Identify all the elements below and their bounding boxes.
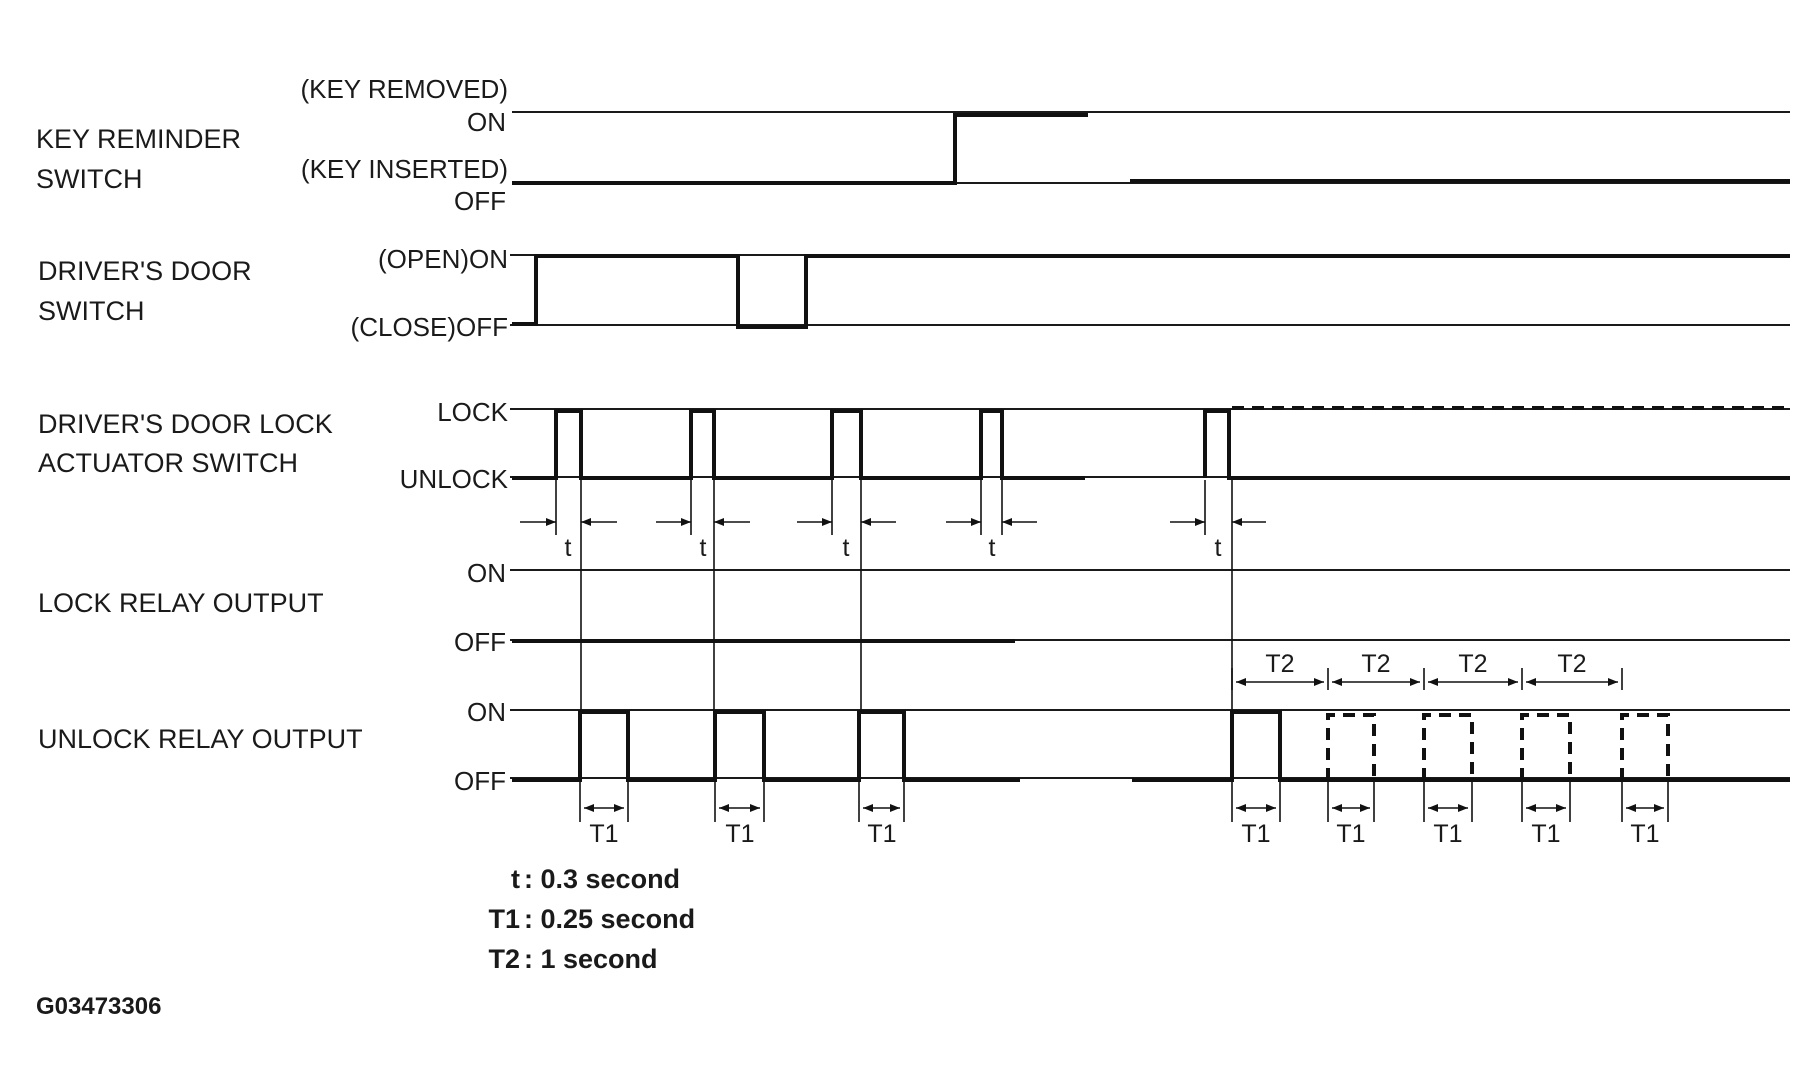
key-reminder-label-line1: KEY REMINDER bbox=[36, 124, 241, 154]
legend-t2-symbol: T2 bbox=[488, 944, 520, 974]
door-open-on-state: (OPEN)ON bbox=[378, 244, 508, 274]
timing-legend: t : 0.3 second T1 : 0.25 second T2 : 1 s… bbox=[488, 864, 695, 974]
t1-label-5: T1 bbox=[1336, 820, 1365, 848]
lock-relay-on-state: ON bbox=[467, 558, 506, 588]
t1-label-3: T1 bbox=[867, 820, 896, 848]
unlock-relay-dashed-pulse-1 bbox=[1326, 713, 1376, 780]
unlock-relay-label: UNLOCK RELAY OUTPUT bbox=[38, 724, 363, 754]
t1-label-2: T1 bbox=[725, 820, 754, 848]
door-switch-label-line2: SWITCH bbox=[38, 296, 144, 326]
legend-t1-value: : 0.25 second bbox=[524, 904, 695, 934]
t1-dimensions: T1 T1 T1 T1 T1 T1 T1 T1 bbox=[579, 782, 1669, 848]
actuator-switch-label-line2: ACTUATOR SWITCH bbox=[38, 448, 298, 478]
t2-label-3: T2 bbox=[1458, 650, 1487, 678]
key-reminder-off-state: OFF bbox=[454, 186, 506, 216]
unlock-relay-trace-b bbox=[1132, 710, 1790, 782]
level-baselines bbox=[510, 111, 1790, 779]
t2-label-1: T2 bbox=[1265, 650, 1294, 678]
key-reminder-waveform bbox=[512, 113, 1790, 185]
key-removed-note: (KEY REMOVED) bbox=[300, 74, 508, 104]
actuator-lock-state: LOCK bbox=[437, 397, 508, 427]
unlock-relay-dashed-pulse-3 bbox=[1520, 713, 1572, 780]
t1-label-8: T1 bbox=[1630, 820, 1659, 848]
legend-t-value: : 0.3 second bbox=[524, 864, 680, 894]
t-dimensions: t t t t t bbox=[520, 518, 1266, 562]
t-label-1: t bbox=[565, 534, 572, 562]
lock-relay-off-state: OFF bbox=[454, 627, 506, 657]
timing-reference-lines bbox=[555, 480, 1233, 712]
legend-t2-value: : 1 second bbox=[524, 944, 658, 974]
key-reminder-label-line2: SWITCH bbox=[36, 164, 142, 194]
key-inserted-note: (KEY INSERTED) bbox=[301, 154, 508, 184]
unlock-relay-on-state: ON bbox=[467, 697, 506, 727]
t1-label-6: T1 bbox=[1433, 820, 1462, 848]
actuator-switch-label-line1: DRIVER'S DOOR LOCK bbox=[38, 409, 333, 439]
t1-label-4: T1 bbox=[1241, 820, 1270, 848]
unlock-relay-waveform bbox=[512, 710, 1790, 782]
key-reminder-trace-a bbox=[512, 113, 1088, 185]
unlock-relay-dashed-pulse-4 bbox=[1620, 713, 1670, 780]
actuator-switch-waveform bbox=[512, 406, 1790, 480]
unlock-relay-dashed-pulse-2 bbox=[1422, 713, 1474, 780]
t1-label-7: T1 bbox=[1531, 820, 1560, 848]
t-label-4: t bbox=[989, 534, 996, 562]
legend-t-symbol: t bbox=[511, 864, 520, 894]
door-switch-trace bbox=[512, 254, 1790, 329]
door-switch-label-line1: DRIVER'S DOOR bbox=[38, 256, 252, 286]
lock-relay-label: LOCK RELAY OUTPUT bbox=[38, 588, 324, 618]
actuator-switch-trace bbox=[512, 409, 1085, 480]
t2-label-2: T2 bbox=[1361, 650, 1390, 678]
door-close-off-state: (CLOSE)OFF bbox=[351, 312, 508, 342]
t1-label-1: T1 bbox=[589, 820, 618, 848]
door-switch-waveform bbox=[512, 254, 1790, 329]
legend-t1-symbol: T1 bbox=[488, 904, 520, 934]
t-label-5: t bbox=[1215, 534, 1222, 562]
state-labels: (KEY REMOVED) ON (KEY INSERTED) OFF (OPE… bbox=[300, 74, 508, 796]
unlock-relay-off-state: OFF bbox=[454, 766, 506, 796]
actuator-switch-trace-last bbox=[1203, 409, 1790, 480]
actuator-unlock-state: UNLOCK bbox=[400, 464, 509, 494]
t-label-2: t bbox=[700, 534, 707, 562]
signal-names: KEY REMINDER SWITCH DRIVER'S DOOR SWITCH… bbox=[36, 124, 363, 754]
t2-dimensions: T2 T2 T2 T2 bbox=[1231, 650, 1623, 690]
key-reminder-on-state: ON bbox=[467, 107, 506, 137]
unlock-relay-trace-a bbox=[512, 710, 1020, 782]
t-label-3: t bbox=[843, 534, 850, 562]
t2-label-4: T2 bbox=[1557, 650, 1586, 678]
figure-id: G03473306 bbox=[36, 993, 161, 1020]
